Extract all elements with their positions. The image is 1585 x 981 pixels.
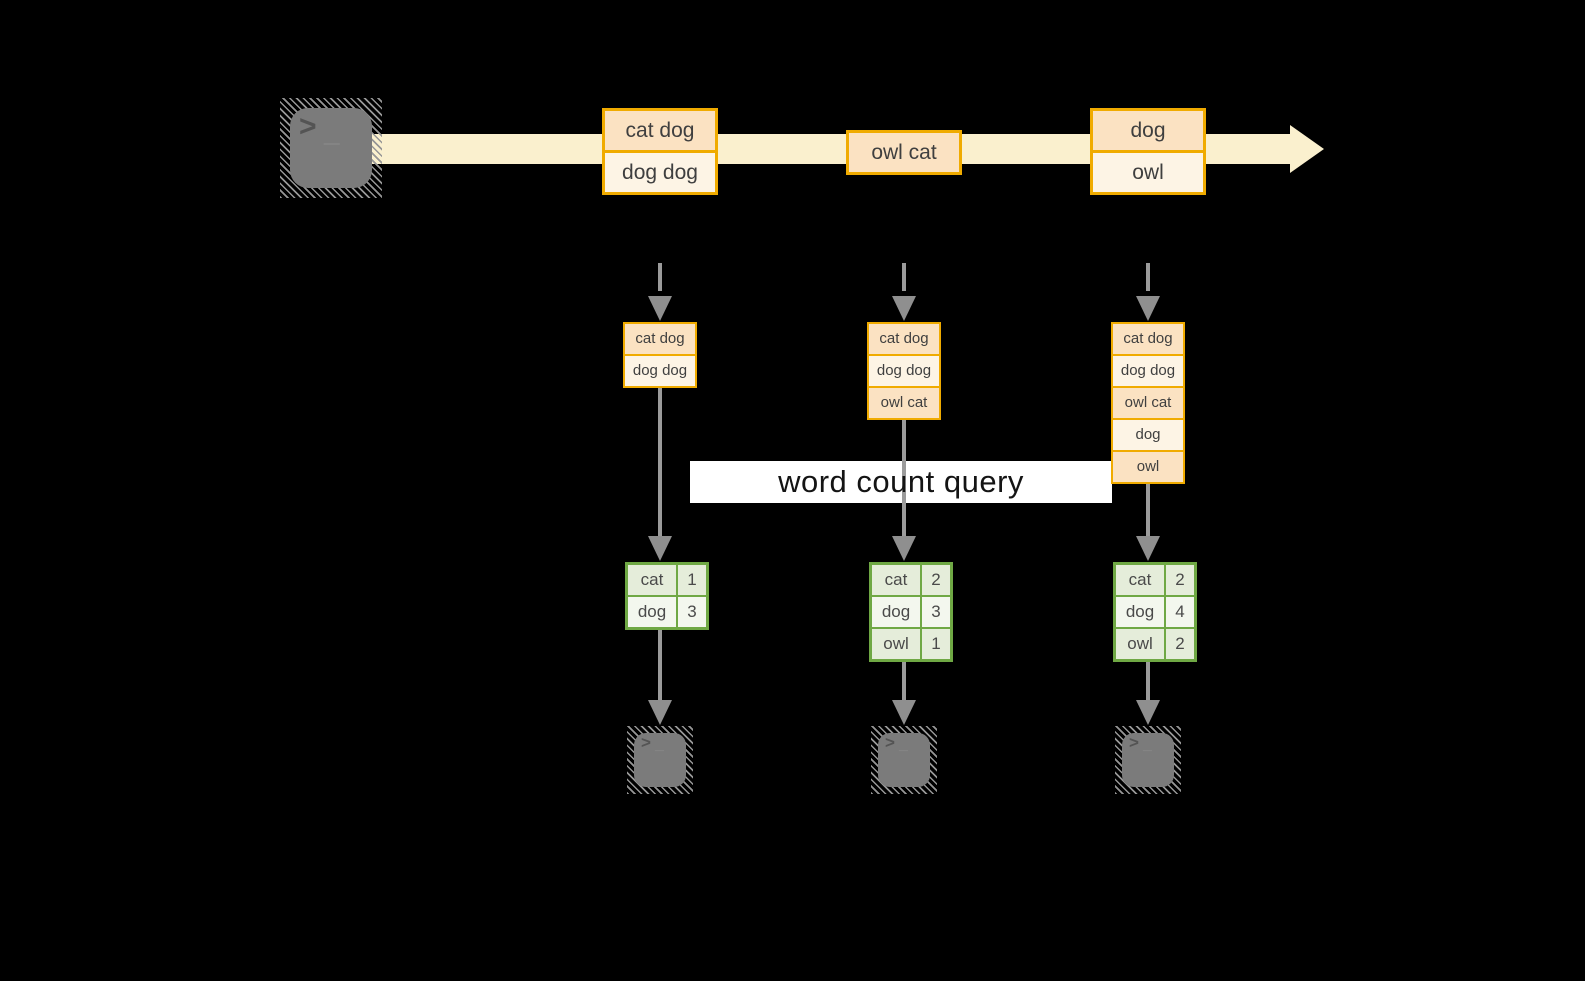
stream-event-box-3: dog owl — [1090, 108, 1206, 195]
stream-event-row: dog dog — [605, 150, 715, 192]
count-word-cell: dog — [1116, 597, 1164, 627]
count-value-cell: 2 — [1166, 629, 1194, 659]
count-value-cell: 3 — [922, 597, 950, 627]
stream-event-row: owl — [1093, 150, 1203, 192]
count-value-cell: 3 — [678, 597, 706, 627]
dashed-arrow-head-icon — [1136, 296, 1160, 321]
stream-event-row: cat dog — [605, 111, 715, 150]
count-word-cell: cat — [1116, 565, 1164, 595]
buffer-stack-2: cat dog dog dog owl cat — [867, 322, 941, 420]
dashed-arrow-stem — [902, 263, 906, 291]
query-arrow-stem — [1146, 484, 1150, 538]
terminal-cursor-icon: _ — [655, 736, 664, 753]
query-arrow-head-icon — [1136, 536, 1160, 561]
terminal-body: > _ — [878, 733, 930, 787]
terminal-prompt-icon: > — [1129, 733, 1139, 752]
dashed-arrow-stem — [658, 263, 662, 291]
terminal-body: > _ — [634, 733, 686, 787]
dashed-arrow-head-icon — [648, 296, 672, 321]
count-word-cell: owl — [1116, 629, 1164, 659]
dashed-arrow-head-icon — [892, 296, 916, 321]
output-terminal-icon-3: > _ — [1115, 726, 1181, 794]
terminal-cursor-icon: _ — [899, 736, 908, 753]
buffer-row: cat dog — [869, 324, 939, 354]
count-value-cell: 1 — [678, 565, 706, 595]
count-word-cell: owl — [872, 629, 920, 659]
buffer-row: dog dog — [869, 356, 939, 386]
stream-event-row: owl cat — [849, 133, 959, 172]
buffer-row: dog dog — [625, 356, 695, 386]
buffer-stack-3: cat dog dog dog owl cat dog owl — [1111, 322, 1185, 484]
count-word-cell: dog — [872, 597, 920, 627]
output-arrow-stem — [902, 662, 906, 700]
stream-event-row: dog — [1093, 111, 1203, 150]
count-table-3: cat 2 dog 4 owl 2 — [1113, 562, 1197, 662]
count-word-cell: cat — [628, 565, 676, 595]
query-arrow-head-icon — [892, 536, 916, 561]
terminal-cursor-icon: _ — [1143, 736, 1152, 753]
stream-event-box-1: cat dog dog dog — [602, 108, 718, 195]
buffer-row: dog — [1113, 420, 1183, 450]
terminal-cursor-icon: _ — [324, 116, 340, 147]
output-arrow-stem — [658, 630, 662, 700]
stream-event-box-2: owl cat — [846, 130, 962, 175]
query-arrow-stem — [658, 388, 662, 538]
source-terminal-icon: > _ — [280, 98, 382, 198]
query-arrow-head-icon — [648, 536, 672, 561]
output-terminal-icon-2: > _ — [871, 726, 937, 794]
query-label: word count query — [778, 464, 1024, 499]
terminal-prompt-icon: > — [299, 110, 317, 143]
output-arrow-head-icon — [1136, 700, 1160, 725]
buffer-row: dog dog — [1113, 356, 1183, 386]
output-terminal-icon-1: > _ — [627, 726, 693, 794]
output-arrow-stem — [1146, 662, 1150, 700]
buffer-row: cat dog — [1113, 324, 1183, 354]
terminal-prompt-icon: > — [885, 733, 895, 752]
count-word-cell: dog — [628, 597, 676, 627]
terminal-body: > _ — [290, 108, 372, 188]
count-value-cell: 2 — [1166, 565, 1194, 595]
output-arrow-head-icon — [648, 700, 672, 725]
count-table-2: cat 2 dog 3 owl 1 — [869, 562, 953, 662]
terminal-prompt-icon: > — [641, 733, 651, 752]
buffer-row: owl — [1113, 452, 1183, 482]
stream-arrow-head-icon — [1290, 125, 1324, 173]
count-value-cell: 1 — [922, 629, 950, 659]
query-label-background — [690, 461, 1112, 503]
buffer-row: owl cat — [869, 388, 939, 418]
buffer-row: cat dog — [625, 324, 695, 354]
buffer-stack-1: cat dog dog dog — [623, 322, 697, 388]
buffer-row: owl cat — [1113, 388, 1183, 418]
count-value-cell: 4 — [1166, 597, 1194, 627]
terminal-body: > _ — [1122, 733, 1174, 787]
count-word-cell: cat — [872, 565, 920, 595]
count-table-1: cat 1 dog 3 — [625, 562, 709, 630]
query-arrow-stem — [902, 420, 906, 538]
output-arrow-head-icon — [892, 700, 916, 725]
count-value-cell: 2 — [922, 565, 950, 595]
dashed-arrow-stem — [1146, 263, 1150, 291]
